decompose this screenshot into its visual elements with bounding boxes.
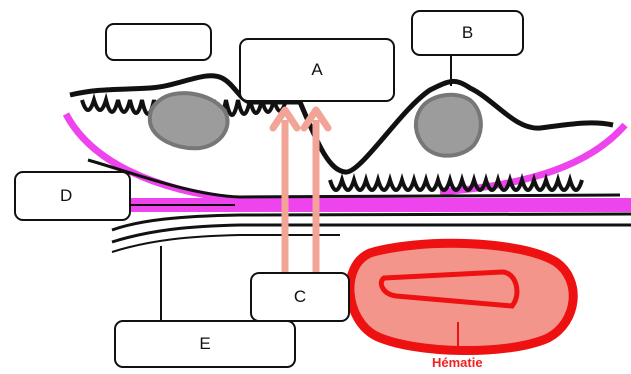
label-box-b[interactable]: B: [411, 10, 524, 56]
endothelium-line-3: [112, 235, 340, 252]
label-box-blank[interactable]: [105, 23, 212, 61]
label-box-c[interactable]: C: [250, 272, 350, 322]
hematie-label: Hématie: [432, 355, 483, 370]
label-box-d[interactable]: D: [14, 171, 131, 221]
label-box-a[interactable]: A: [239, 38, 395, 102]
endothelium-line-2: [112, 225, 631, 242]
nucleus-left: [150, 93, 228, 148]
nucleus-right: [416, 95, 481, 156]
label-box-e[interactable]: E: [114, 320, 296, 368]
